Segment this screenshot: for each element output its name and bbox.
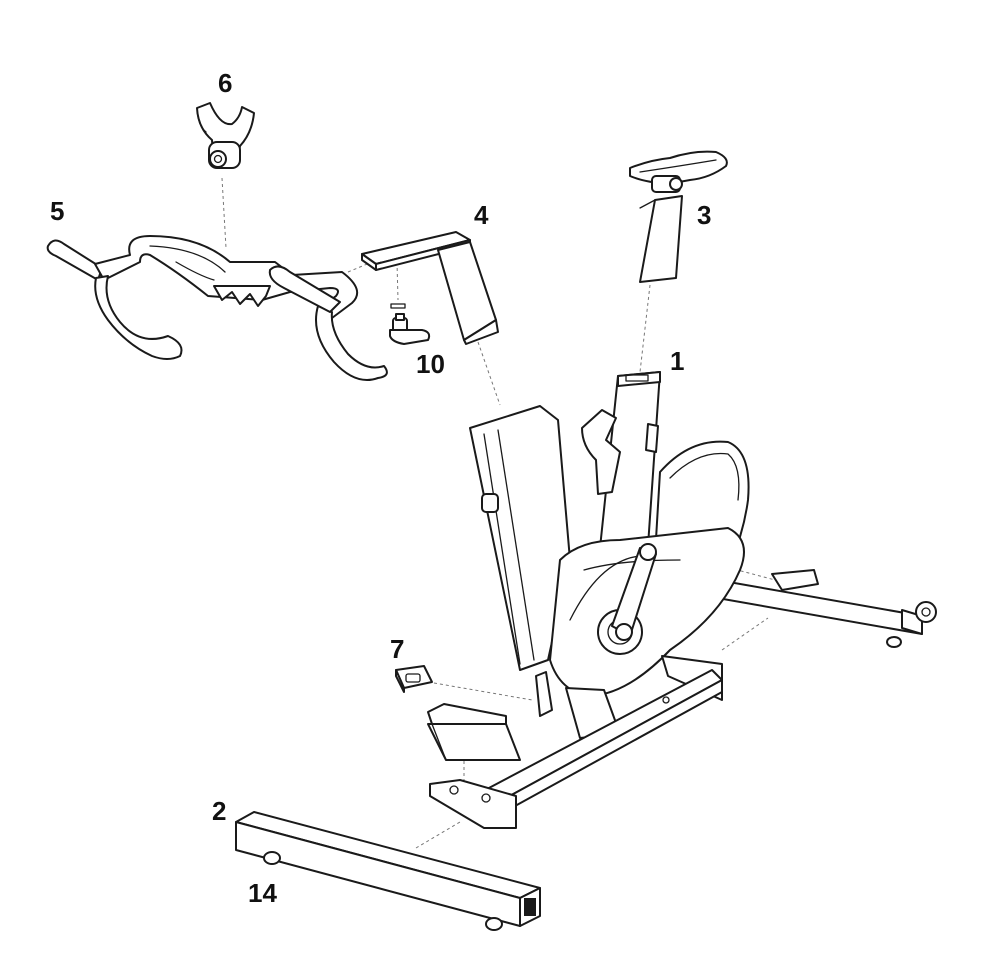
front-pedestal-part <box>427 703 521 761</box>
pedal-clip-part <box>395 665 433 693</box>
front-stabilizer-part <box>235 811 541 931</box>
callout-adjustment-knob: 10 <box>416 349 445 379</box>
callout-frame: 1 <box>670 346 684 376</box>
adjustment-knob-part <box>389 303 431 345</box>
callout-leveler: 14 <box>248 878 277 908</box>
callout-seat-post: 3 <box>697 200 711 230</box>
device-holder-part <box>196 102 255 169</box>
callout-handlebar-post: 4 <box>474 200 489 230</box>
main-frame-part <box>469 371 937 739</box>
base-rail-part <box>429 655 723 829</box>
handlebar-post-part <box>361 231 499 345</box>
callout-labels: 1 2 3 4 5 6 7 10 14 <box>50 68 711 908</box>
handlebar-part <box>46 235 388 381</box>
callout-handlebar: 5 <box>50 196 64 226</box>
callout-device-holder: 6 <box>218 68 232 98</box>
seat-post-part <box>629 150 728 283</box>
callout-front-stabilizer: 2 <box>212 796 226 826</box>
callout-pedal-clip: 7 <box>390 634 404 664</box>
